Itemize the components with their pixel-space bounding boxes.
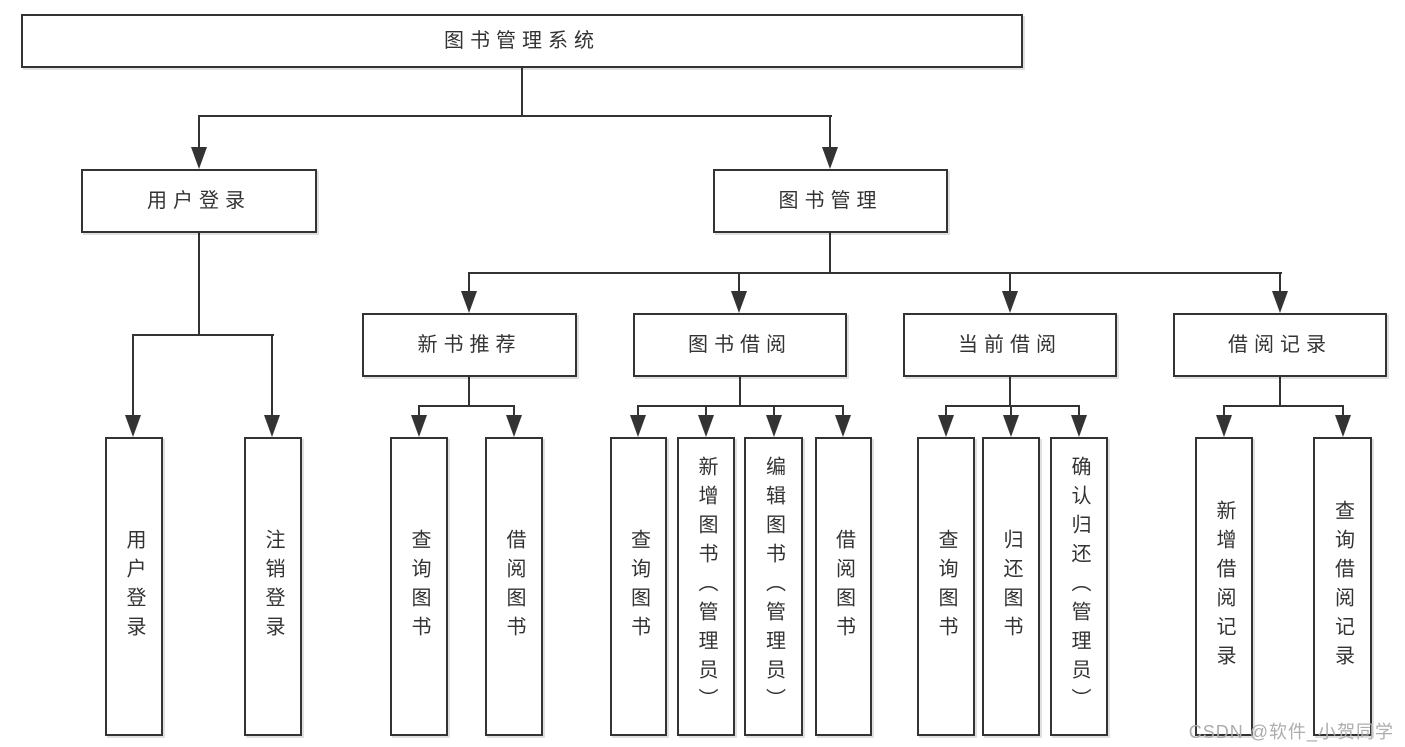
connector-borrow-records-hbar bbox=[1223, 405, 1344, 407]
node-add-borrow-record-label: 新增借阅记录 bbox=[1213, 499, 1235, 674]
node-add-borrow-record: 新增借阅记录 bbox=[1195, 437, 1253, 736]
connector-drop-borrow-records bbox=[1279, 272, 1281, 293]
node-logout-leaf: 注销登录 bbox=[244, 437, 302, 736]
connector-drop-current-borrow bbox=[1009, 272, 1011, 293]
connector-level3-hbar bbox=[468, 272, 1282, 274]
connector-drop-user-login bbox=[198, 115, 200, 149]
connector-root-stem bbox=[521, 68, 523, 117]
arrow-down-leaf bbox=[1003, 415, 1019, 437]
arrow-down-leaf bbox=[506, 415, 522, 437]
connector-drop-book-management bbox=[829, 115, 831, 149]
connector-new-book-stem bbox=[468, 377, 470, 407]
connector-stub bbox=[1223, 405, 1225, 419]
node-book-management: 图书管理 bbox=[713, 169, 948, 233]
node-query-books-borrow-label: 查询图书 bbox=[627, 528, 650, 645]
node-borrow-books-leaf: 借阅图书 bbox=[815, 437, 872, 736]
arrow-down-book-borrow bbox=[731, 291, 747, 313]
connector-stub bbox=[1342, 405, 1344, 419]
arrow-down-book-management bbox=[822, 147, 838, 169]
connector-current-borrow-hbar bbox=[945, 405, 1080, 407]
arrow-down-logout-leaf bbox=[264, 415, 280, 437]
node-query-books-borrow: 查询图书 bbox=[610, 437, 667, 736]
connector-new-book-hbar bbox=[418, 405, 515, 407]
connector-level2-hbar bbox=[198, 115, 832, 117]
node-root-label: 图书管理系统 bbox=[444, 30, 600, 52]
connector-stub bbox=[1078, 405, 1080, 419]
arrow-down-leaf bbox=[1071, 415, 1087, 437]
node-query-borrow-record-label: 查询借阅记录 bbox=[1331, 499, 1354, 674]
connector-user-login-hbar bbox=[132, 334, 274, 336]
connector-borrow-records-stem bbox=[1279, 377, 1281, 407]
arrow-down-leaf bbox=[835, 415, 851, 437]
connector-drop-login-leaf bbox=[132, 334, 134, 417]
connector-book-borrow-hbar bbox=[637, 405, 844, 407]
connector-user-login-stem bbox=[198, 233, 200, 336]
node-query-books-current-label: 查询图书 bbox=[935, 528, 957, 645]
arrow-down-leaf bbox=[411, 415, 427, 437]
node-confirm-return-admin: 确认归还（管理员） bbox=[1050, 437, 1108, 736]
node-edit-book-admin-label: 编辑图书（管理员） bbox=[762, 456, 785, 717]
node-book-borrow: 图书借阅 bbox=[633, 313, 847, 377]
arrow-down-leaf bbox=[1216, 415, 1232, 437]
node-query-books-recommend-label: 查询图书 bbox=[408, 528, 430, 645]
connector-stub bbox=[1010, 405, 1012, 419]
connector-stub bbox=[637, 405, 639, 419]
arrow-down-leaf bbox=[630, 415, 646, 437]
node-query-books-current: 查询图书 bbox=[917, 437, 975, 736]
node-add-book-admin: 新增图书（管理员） bbox=[677, 437, 735, 736]
node-borrow-books-recommend: 借阅图书 bbox=[485, 437, 543, 736]
node-return-book: 归还图书 bbox=[982, 437, 1040, 736]
node-query-borrow-record: 查询借阅记录 bbox=[1313, 437, 1372, 736]
arrow-down-borrow-records bbox=[1272, 291, 1288, 313]
node-borrow-records-label: 借阅记录 bbox=[1228, 334, 1332, 356]
node-root: 图书管理系统 bbox=[21, 14, 1023, 68]
node-borrow-records: 借阅记录 bbox=[1173, 313, 1387, 377]
connector-current-borrow-stem bbox=[1009, 377, 1011, 407]
node-confirm-return-admin-label: 确认归还（管理员） bbox=[1068, 456, 1090, 717]
node-return-book-label: 归还图书 bbox=[1000, 528, 1022, 645]
connector-stub bbox=[418, 405, 420, 419]
arrow-down-leaf bbox=[766, 415, 782, 437]
node-new-book-recommend: 新书推荐 bbox=[362, 313, 577, 377]
node-borrow-books-leaf-label: 借阅图书 bbox=[832, 528, 855, 645]
node-borrow-books-recommend-label: 借阅图书 bbox=[503, 528, 525, 645]
node-current-borrow-label: 当前借阅 bbox=[958, 334, 1062, 356]
node-query-books-recommend: 查询图书 bbox=[390, 437, 448, 736]
connector-stub bbox=[705, 405, 707, 419]
connector-stub bbox=[842, 405, 844, 419]
arrow-down-leaf bbox=[938, 415, 954, 437]
node-book-management-label: 图书管理 bbox=[778, 190, 883, 212]
connector-drop-logout-leaf bbox=[271, 334, 273, 417]
node-user-login-leaf: 用户登录 bbox=[105, 437, 163, 736]
node-logout-leaf-label: 注销登录 bbox=[262, 528, 284, 645]
connector-book-borrow-stem bbox=[739, 377, 741, 407]
node-edit-book-admin: 编辑图书（管理员） bbox=[744, 437, 803, 736]
arrow-down-leaf bbox=[698, 415, 714, 437]
arrow-down-new-book bbox=[461, 291, 477, 313]
node-current-borrow: 当前借阅 bbox=[903, 313, 1117, 377]
connector-drop-book-borrow bbox=[738, 272, 740, 293]
connector-book-management-stem bbox=[829, 233, 831, 274]
connector-drop-new-book bbox=[468, 272, 470, 293]
arrow-down-leaf bbox=[1335, 415, 1351, 437]
node-book-borrow-label: 图书借阅 bbox=[688, 334, 792, 356]
node-user-login: 用户登录 bbox=[81, 169, 317, 233]
arrow-down-current-borrow bbox=[1002, 291, 1018, 313]
node-new-book-recommend-label: 新书推荐 bbox=[417, 334, 522, 356]
node-user-login-label: 用户登录 bbox=[147, 190, 251, 212]
arrow-down-login-leaf bbox=[125, 415, 141, 437]
connector-stub bbox=[945, 405, 947, 419]
connector-stub bbox=[773, 405, 775, 419]
node-user-login-leaf-label: 用户登录 bbox=[123, 528, 145, 645]
csdn-watermark: CSDN @软件_小贺同学 bbox=[1188, 722, 1394, 742]
arrow-down-user-login bbox=[191, 147, 207, 169]
connector-stub bbox=[513, 405, 515, 419]
node-add-book-admin-label: 新增图书（管理员） bbox=[695, 456, 717, 717]
